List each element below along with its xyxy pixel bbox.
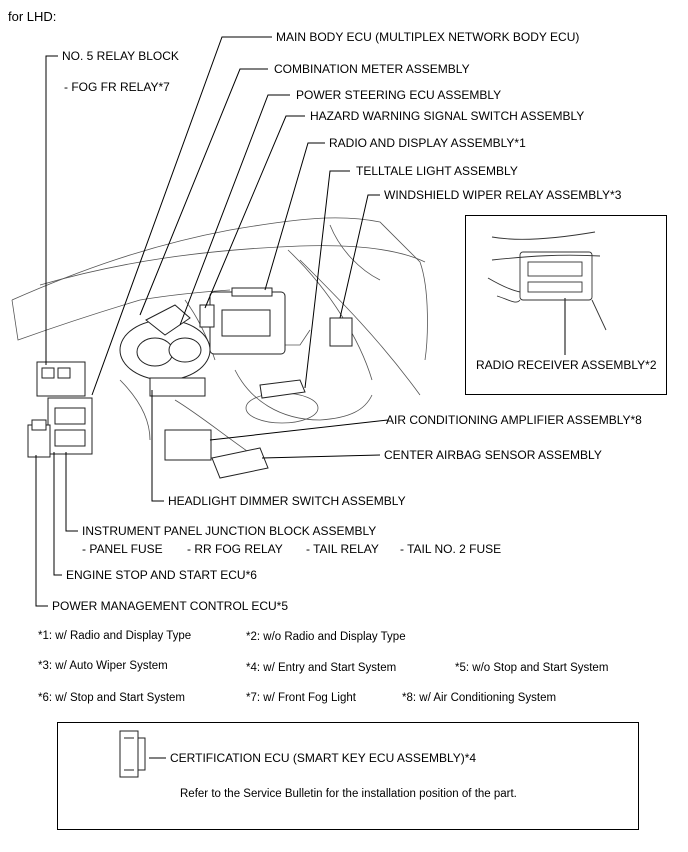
label-rr-fog-relay: - RR FOG RELAY (187, 542, 283, 556)
label-radio-display: RADIO AND DISPLAY ASSEMBLY*1 (329, 136, 526, 150)
label-certification-ecu: CERTIFICATION ECU (SMART KEY ECU ASSEMBL… (170, 751, 477, 765)
footnote-3: *3: w/ Auto Wiper System (38, 660, 168, 672)
footnote-1: *1: w/ Radio and Display Type (38, 630, 192, 642)
footnote-6: *6: w/ Stop and Start System (38, 692, 186, 704)
label-wiper-relay: WINDSHIELD WIPER RELAY ASSEMBLY*3 (384, 188, 622, 202)
page-heading: for LHD: (8, 9, 57, 24)
footnote-8: *8: w/ Air Conditioning System (402, 692, 557, 704)
certification-note: Refer to the Service Bulletin for the in… (180, 788, 517, 800)
certification-ecu-icon (119, 730, 146, 778)
label-hazard-switch: HAZARD WARNING SIGNAL SWITCH ASSEMBLY (310, 109, 585, 123)
label-airbag-sensor: CENTER AIRBAG SENSOR ASSEMBLY (384, 448, 602, 462)
label-power-steering-ecu: POWER STEERING ECU ASSEMBLY (296, 88, 502, 102)
label-relay-block: NO. 5 RELAY BLOCK (62, 49, 179, 63)
label-tail-fuse: - TAIL NO. 2 FUSE (400, 542, 502, 556)
label-power-mgmt-ecu: POWER MANAGEMENT CONTROL ECU*5 (52, 599, 289, 613)
leader-lines (35, 36, 566, 607)
radio-receiver-sketch (487, 231, 607, 331)
wiper-relay-sketch (329, 317, 353, 347)
label-fog-relay: - FOG FR RELAY*7 (64, 80, 170, 94)
radio-receiver-inset (465, 215, 667, 395)
footnote-4: *4: w/ Entry and Start System (246, 662, 397, 674)
label-combination-meter: COMBINATION METER ASSEMBLY (274, 62, 470, 76)
relay-block-sketch (36, 361, 86, 397)
footnote-5: *5: w/o Stop and Start System (455, 662, 609, 674)
label-telltale: TELLTALE LIGHT ASSEMBLY (356, 164, 518, 178)
airbag-sensor-sketch (211, 447, 269, 479)
label-tail-relay: - TAIL RELAY (306, 542, 379, 556)
label-ac-amplifier: AIR CONDITIONING AMPLIFIER ASSEMBLY*8 (386, 413, 642, 427)
label-headlight-switch: HEADLIGHT DIMMER SWITCH ASSEMBLY (168, 494, 406, 508)
label-junction-block: INSTRUMENT PANEL JUNCTION BLOCK ASSEMBLY (82, 524, 377, 538)
label-radio-receiver: RADIO RECEIVER ASSEMBLY*2 (476, 358, 657, 372)
ac-amplifier-sketch (164, 429, 212, 461)
footnote-7: *7: w/ Front Fog Light (246, 692, 356, 704)
label-main-body-ecu: MAIN BODY ECU (MULTIPLEX NETWORK BODY EC… (276, 30, 580, 44)
footnote-2: *2: w/o Radio and Display Type (246, 631, 406, 643)
certification-ecu-box (57, 722, 639, 830)
label-panel-fuse: - PANEL FUSE (82, 542, 163, 556)
label-engine-ecu: ENGINE STOP AND START ECU*6 (66, 568, 257, 582)
component-sketches (27, 287, 353, 479)
